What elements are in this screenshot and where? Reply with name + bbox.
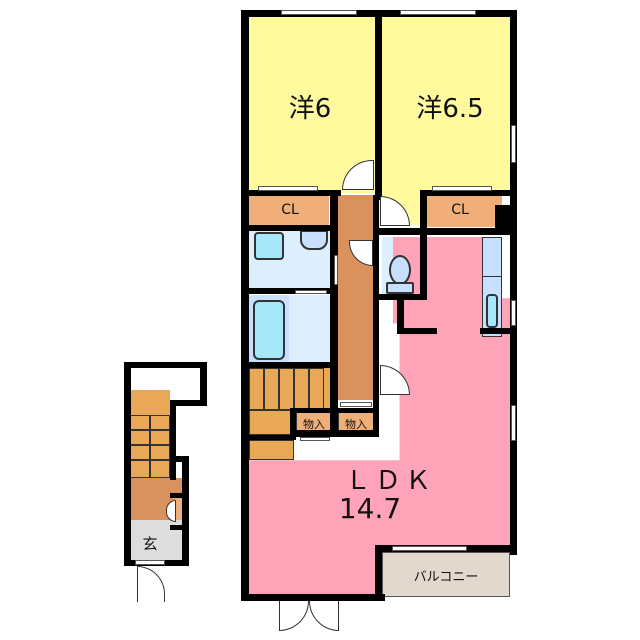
- corridor: [338, 195, 373, 400]
- stair-step: [294, 368, 309, 410]
- wall: [420, 190, 517, 196]
- closet-door: [258, 186, 318, 191]
- wall: [375, 545, 382, 601]
- stair-step: [130, 430, 150, 445]
- sink-icon: [486, 294, 498, 328]
- ldk-size-label: 14.7: [338, 492, 402, 525]
- stair-step: [249, 410, 294, 435]
- wall: [420, 190, 427, 235]
- window: [281, 10, 357, 15]
- storage-2-label: 物入: [345, 418, 367, 431]
- window: [400, 10, 476, 15]
- western-room-1: [247, 13, 375, 193]
- washbasin-icon: [254, 232, 284, 260]
- wall: [170, 400, 207, 406]
- window: [392, 546, 467, 551]
- stair-step: [150, 430, 170, 445]
- toilet-tank-icon: [386, 282, 414, 294]
- storage-1-label: 物入: [303, 418, 325, 431]
- wall: [170, 525, 184, 530]
- entrance-door-left[interactable]: [279, 601, 309, 631]
- entrance-label: 玄: [142, 535, 158, 553]
- wall: [241, 190, 341, 196]
- wall: [124, 362, 131, 566]
- wall: [170, 493, 184, 498]
- wall: [170, 400, 176, 480]
- closet-1: [249, 195, 329, 225]
- window: [511, 300, 516, 326]
- washing-machine-icon: [300, 230, 328, 250]
- wall: [290, 408, 296, 437]
- wall: [510, 10, 517, 555]
- western-room-2: [382, 13, 510, 193]
- shoe-closet: [175, 498, 183, 524]
- wall: [124, 362, 207, 368]
- balcony-label: バルコニー: [413, 570, 479, 585]
- stair-step: [309, 368, 324, 410]
- closet-door: [432, 186, 492, 191]
- wall: [420, 235, 427, 300]
- stair-step: [249, 440, 294, 460]
- closet-door: [300, 437, 330, 441]
- window: [334, 255, 338, 285]
- fridge-space-icon: [482, 237, 502, 277]
- wall: [241, 225, 338, 231]
- stair-step: [249, 368, 264, 410]
- wall: [373, 195, 379, 435]
- stair-step: [264, 368, 279, 410]
- wall: [495, 205, 510, 231]
- wall: [241, 594, 385, 601]
- wall: [241, 10, 249, 601]
- toilet-icon: [389, 255, 411, 285]
- wall: [241, 288, 338, 294]
- wall: [290, 408, 379, 413]
- closet-2-label: CL: [451, 202, 469, 218]
- stair-step: [150, 460, 170, 478]
- balcony: [382, 552, 510, 597]
- western-room-2-label: 洋6.5: [416, 94, 484, 124]
- entrance-door-right[interactable]: [309, 601, 339, 631]
- wall: [290, 430, 379, 437]
- wall: [241, 362, 338, 368]
- stair-step: [150, 445, 170, 460]
- wall: [375, 10, 382, 200]
- bath-door: [295, 290, 327, 294]
- ldk-label: ＬＤＫ: [344, 466, 435, 496]
- window: [511, 405, 516, 441]
- wall: [330, 190, 338, 435]
- wall: [241, 435, 296, 440]
- stair-step: [130, 445, 150, 460]
- stair-step: [279, 368, 294, 410]
- entrance-door-frame: [135, 560, 165, 565]
- closet-2: [427, 195, 502, 227]
- stair-step: [130, 415, 150, 430]
- closet-door: [340, 402, 372, 407]
- front-door[interactable]: [137, 566, 165, 602]
- wall: [200, 362, 207, 406]
- closet-1-label: CL: [281, 202, 299, 218]
- stair-step: [130, 460, 150, 478]
- bathtub-icon: [253, 300, 285, 360]
- western-room-1-label: 洋6: [288, 94, 332, 124]
- window: [511, 125, 516, 163]
- stair-step: [150, 415, 170, 430]
- wall: [397, 328, 437, 334]
- wall: [480, 328, 517, 334]
- wall: [375, 228, 517, 235]
- wall: [182, 456, 189, 566]
- wall: [397, 294, 404, 334]
